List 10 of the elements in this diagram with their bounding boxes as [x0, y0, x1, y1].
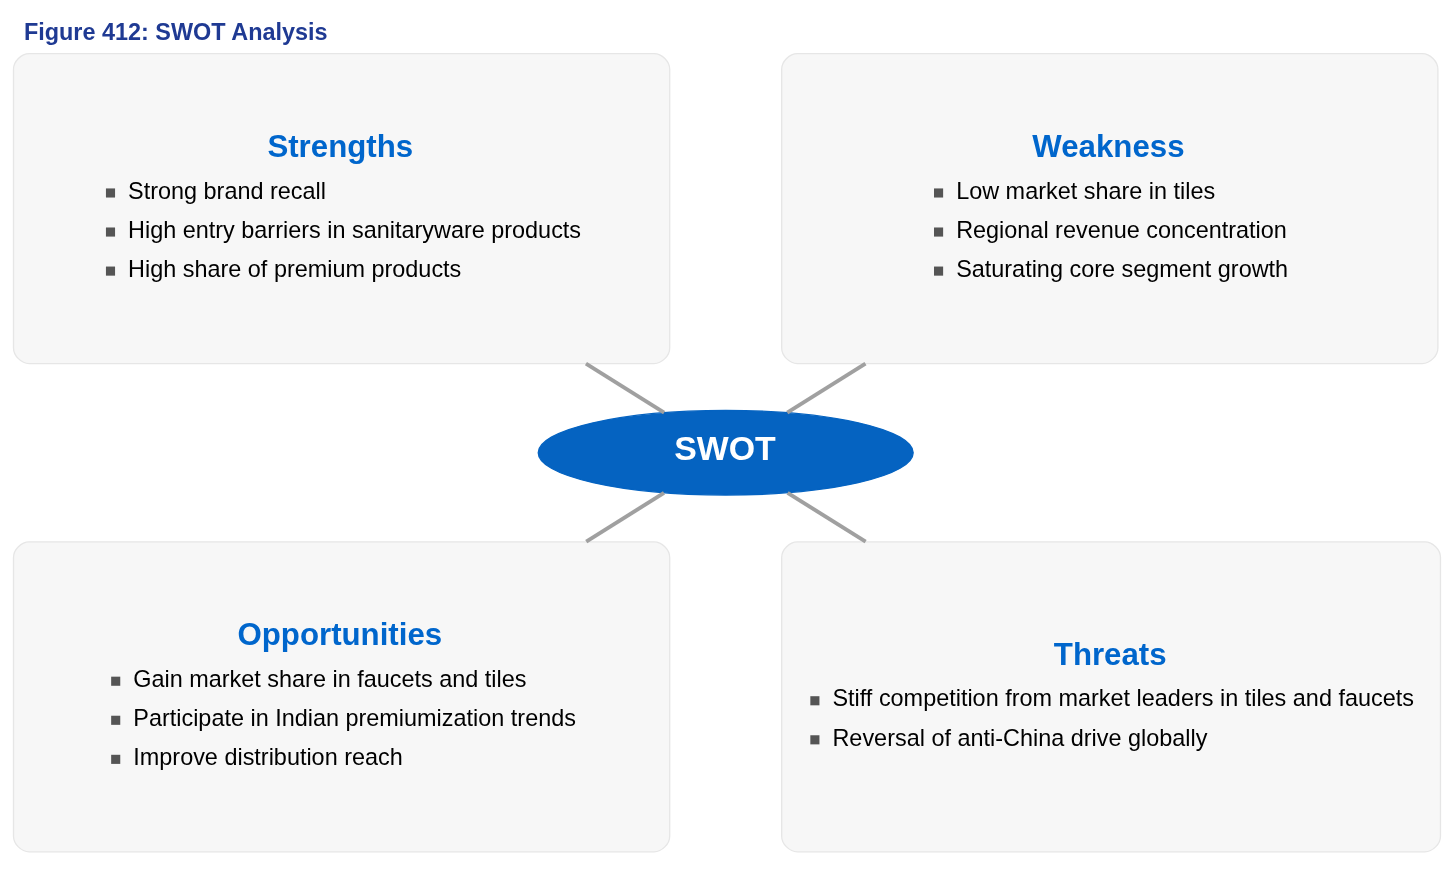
node-ellipse: SWOT	[537, 409, 914, 496]
node-box: Strengths Strong brand recall High entry barriers in sanitaryware products High share of premium products	[12, 53, 671, 365]
connector	[585, 491, 666, 544]
connector	[786, 491, 867, 544]
connector	[786, 361, 867, 415]
diagram-title: Figure 412: SWOT Analysis	[23, 18, 328, 45]
connector	[584, 361, 666, 415]
node-box: Weakness Low market share in tiles Regional revenue concentration Saturating core segment growth	[781, 53, 1439, 365]
node-box: Opportunities Gain market share in faucets and tiles Participate in Indian premiumization trends Improve distribution reach	[12, 541, 671, 853]
node-box: Threats Stiff competition from market leaders in tiles and faucets Reversal of anti-China drive globally	[781, 541, 1442, 853]
